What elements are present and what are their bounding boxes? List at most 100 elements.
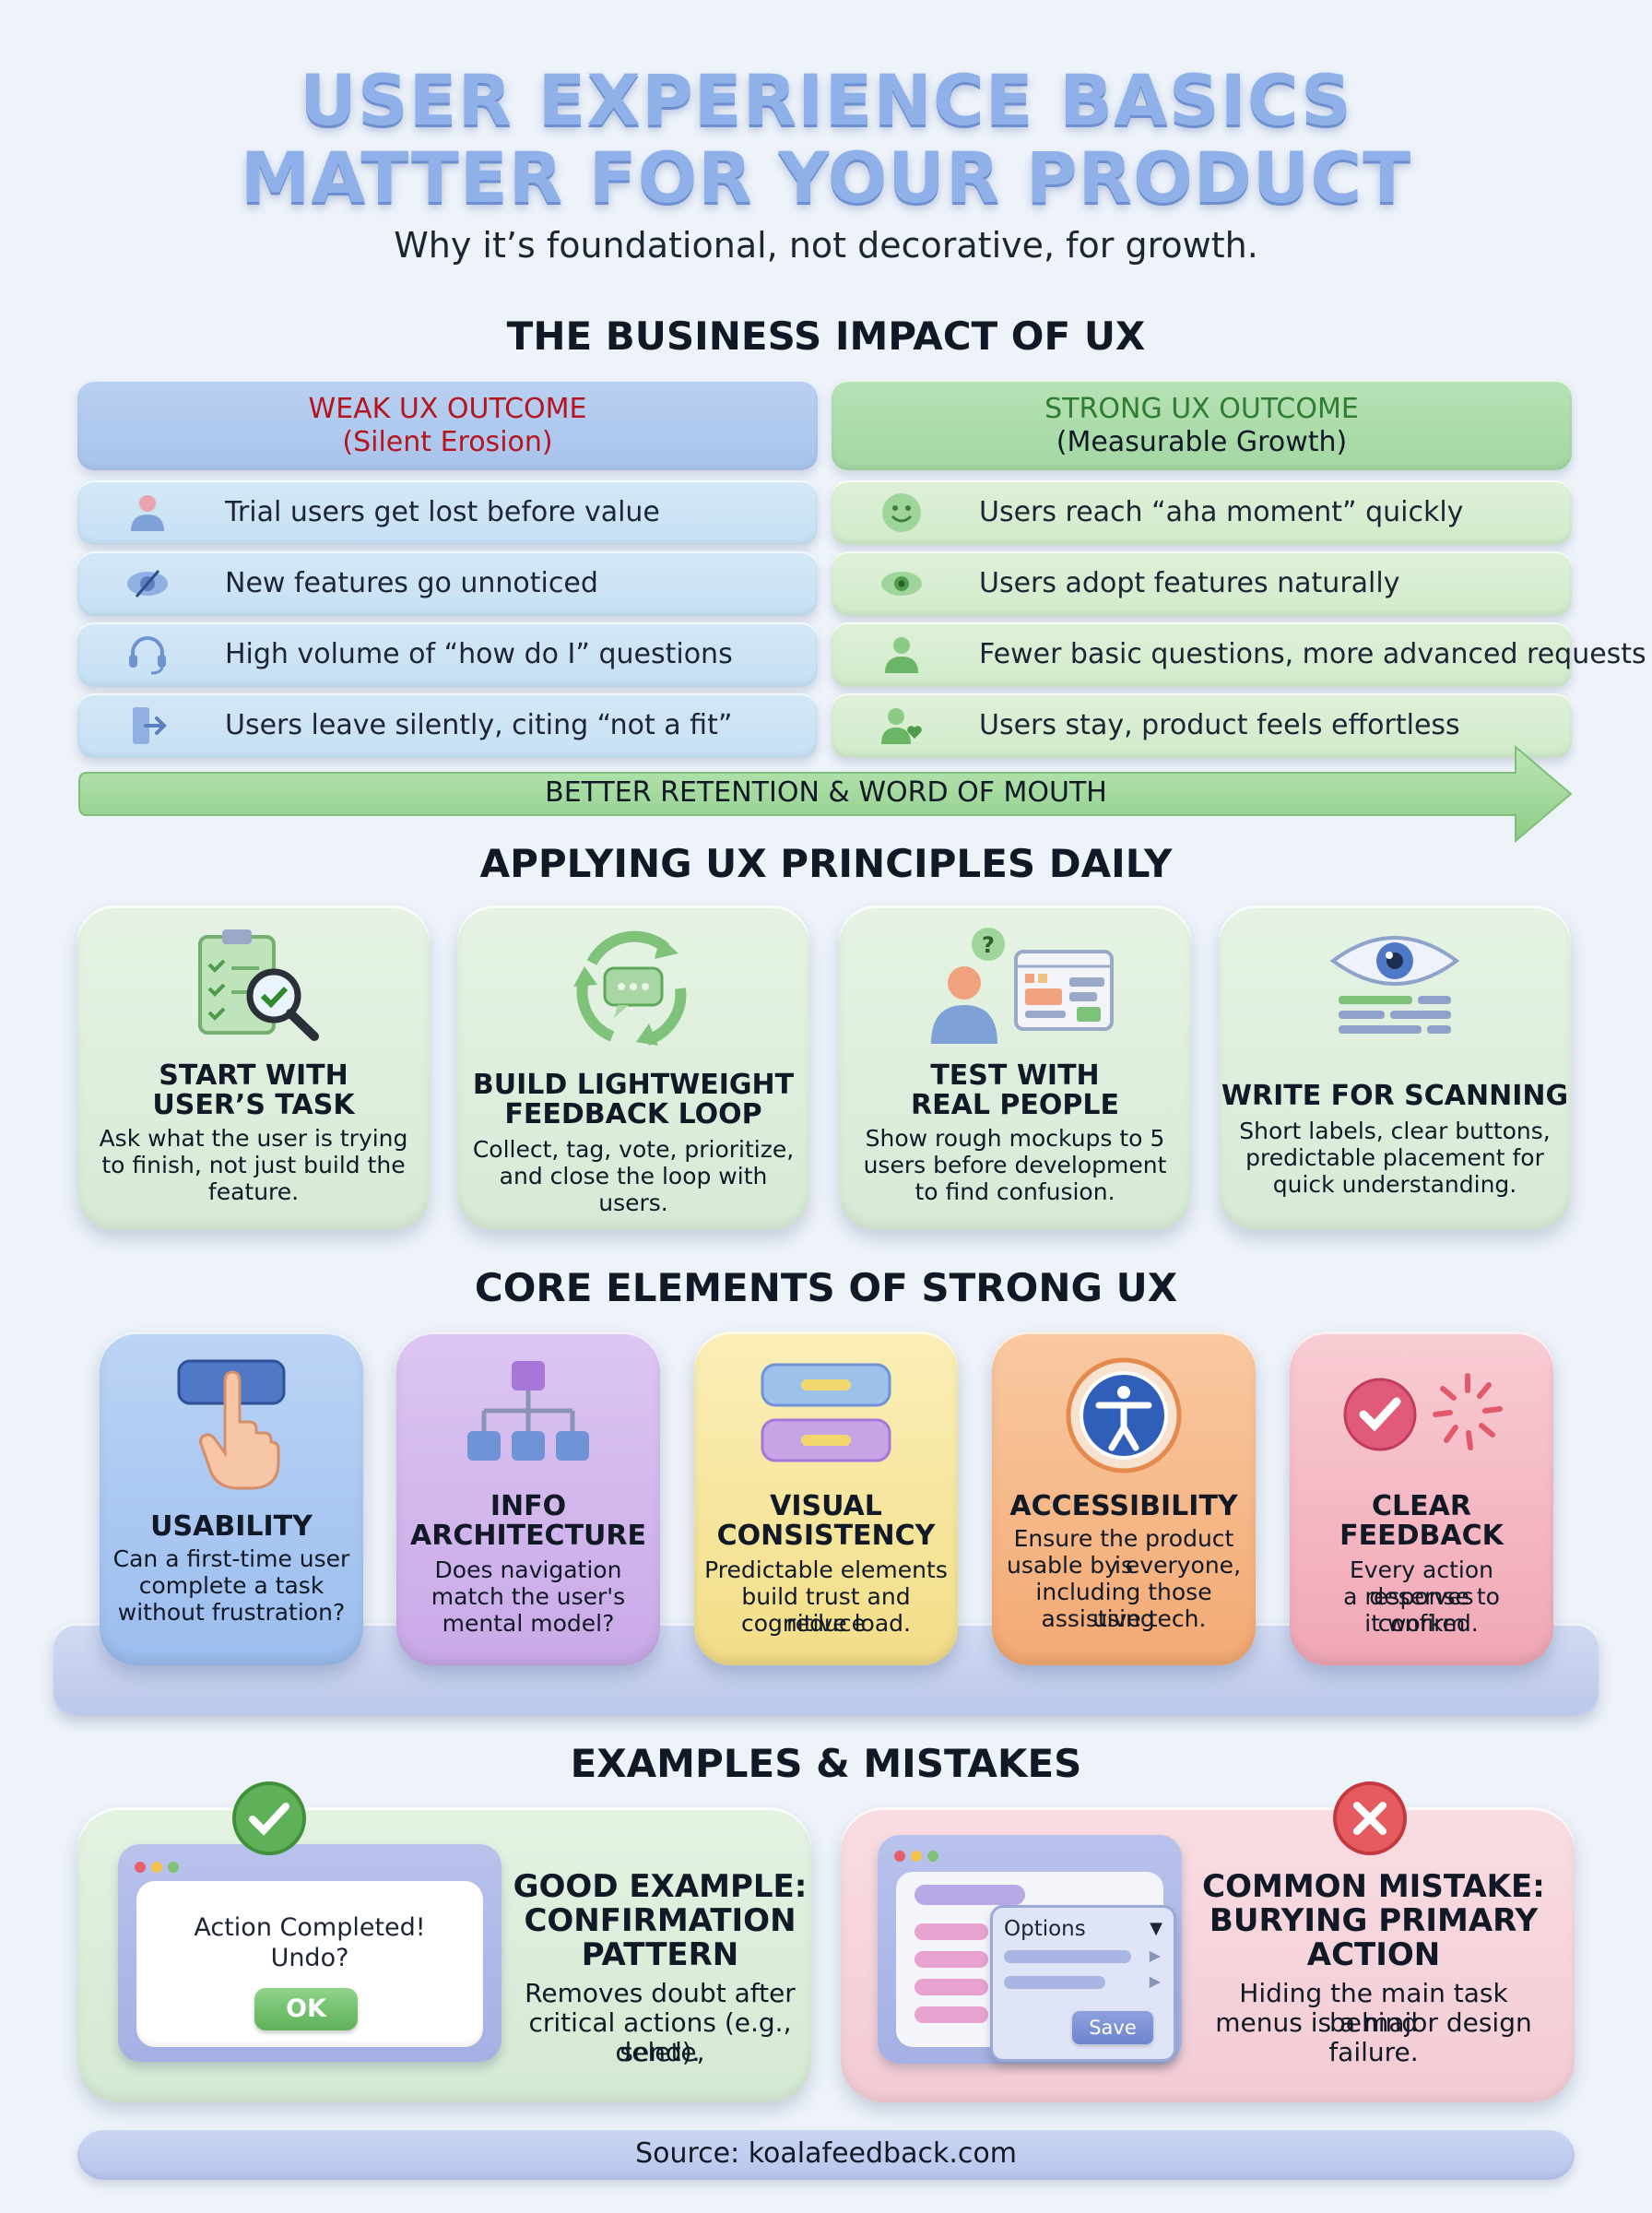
- good-example-title: PATTERN: [581, 1936, 739, 1973]
- save-button[interactable]: Save: [1072, 2011, 1153, 2044]
- core-desc: a response to confirm: [1343, 1583, 1500, 1637]
- principle-title: TEST WITH: [930, 1059, 1100, 1092]
- strong-row-text: Users adopt features naturally: [979, 567, 1400, 599]
- principle-desc: to find confusion.: [914, 1178, 1115, 1205]
- strong-row-text: Fewer basic questions, more advanced req…: [979, 638, 1646, 670]
- core-desc: usable by everyone,: [1006, 1552, 1242, 1579]
- good-example-desc: send).: [620, 2037, 701, 2067]
- mistake-title: ACTION: [1306, 1936, 1441, 1973]
- strong-row-text: Users reach “aha moment” quickly: [979, 496, 1464, 528]
- principle-title: FEEDBACK LOOP: [504, 1098, 762, 1130]
- stacked-blocks-icon: [761, 1363, 891, 1462]
- options-menu-label[interactable]: Options: [1004, 1917, 1086, 1941]
- good-example-title: CONFIRMATION: [524, 1902, 796, 1939]
- weak-outcome-subtitle: (Silent Erosion): [342, 426, 553, 458]
- chevron-right-icon: ▶: [1149, 1972, 1161, 1990]
- principle-desc: and close the loop with users.: [499, 1163, 768, 1216]
- principle-desc: Collect, tag, vote, prioritize,: [472, 1136, 795, 1163]
- window-dots: [135, 1859, 179, 1876]
- principle-card: START WITH USER’S TASK Ask what the user…: [77, 905, 430, 1230]
- chevron-right-icon: ▶: [1149, 1947, 1161, 1964]
- principle-desc: users before development: [863, 1152, 1167, 1178]
- principle-desc: Show rough mockups to 5: [865, 1125, 1165, 1152]
- strong-row: Users adopt features naturally: [832, 551, 1572, 616]
- strong-row-text: Users stay, product feels effortless: [979, 709, 1460, 741]
- good-example-window: Action Completed! Undo? OK: [118, 1844, 502, 2062]
- core-title: ACCESSIBILITY: [1009, 1490, 1238, 1522]
- core-card-info-architecture: INFO ARCHITECTURE Does navigation match …: [396, 1331, 660, 1665]
- core-title: ARCHITECTURE: [410, 1520, 646, 1552]
- core-desc: Ensure the product is: [1013, 1525, 1234, 1579]
- core-title: VISUAL: [770, 1490, 882, 1522]
- core-desc: without frustration?: [117, 1599, 346, 1626]
- dialog-message: Action Completed!: [194, 1913, 426, 1942]
- check-spinner-icon: [1343, 1373, 1503, 1451]
- core-desc: it worked.: [1364, 1610, 1479, 1637]
- examples-heading: EXAMPLES & MISTAKES: [570, 1741, 1082, 1786]
- ok-button[interactable]: OK: [254, 1988, 358, 2030]
- core-heading: CORE ELEMENTS OF STRONG UX: [474, 1265, 1178, 1310]
- mistake-example-card: Options ▼ ▶ ▶ Save COMMON MISTAKE: BURYI…: [841, 1781, 1575, 2102]
- strong-outcome-subtitle: (Measurable Growth): [1056, 426, 1348, 458]
- user-icon: [885, 637, 918, 673]
- check-badge-icon: [232, 1781, 306, 1855]
- principle-title: START WITH: [159, 1059, 348, 1092]
- error-x-badge-icon: [1333, 1781, 1407, 1855]
- dialog-undo-link[interactable]: Undo?: [270, 1944, 349, 1972]
- core-desc: Predictable elements: [704, 1556, 948, 1583]
- core-desc: build trust and reduce: [741, 1583, 911, 1637]
- strong-outcome-header: STRONG UX OUTCOME (Measurable Growth): [832, 380, 1572, 470]
- impact-heading: THE BUSINESS IMPACT OF UX: [506, 314, 1146, 359]
- core-title: CLEAR: [1372, 1490, 1471, 1522]
- principle-desc: to finish, not just build the: [101, 1152, 406, 1178]
- principle-desc: feature.: [207, 1178, 300, 1205]
- options-dropdown[interactable]: Options ▼ ▶ ▶ Save: [990, 1905, 1176, 2062]
- core-title: INFO: [490, 1490, 567, 1522]
- weak-row-text: Users leave silently, citing “not a fit”: [225, 709, 733, 741]
- source-footer: Source: koalafeedback.com: [77, 2128, 1575, 2180]
- strong-row: Users stay, product feels effortless: [832, 693, 1572, 758]
- weak-outcome-title: WEAK UX OUTCOME: [308, 393, 587, 425]
- principle-title: REAL PEOPLE: [911, 1089, 1119, 1121]
- accessibility-icon: [1066, 1357, 1182, 1473]
- weak-outcome-header: WEAK UX OUTCOME (Silent Erosion): [77, 380, 818, 470]
- core-card-clear-feedback: CLEAR FEEDBACK Every action deserves a r…: [1290, 1331, 1553, 1665]
- page-title-line2: MATTER FOR YOUR PRODUCT: [240, 136, 1412, 219]
- smiley-icon: [882, 493, 921, 532]
- good-example-desc: critical actions (e.g., delete,: [528, 2007, 792, 2067]
- good-example-desc: Removes doubt after: [525, 1978, 796, 2008]
- core-title: CONSISTENCY: [716, 1520, 936, 1552]
- sitemap-icon: [467, 1361, 589, 1461]
- mistake-desc: menus is a major design: [1215, 2007, 1532, 2038]
- core-card-usability: USABILITY Can a first-time user complete…: [100, 1331, 363, 1665]
- principle-desc: predictable placement for: [1245, 1144, 1544, 1171]
- finger-tap-icon: [177, 1359, 286, 1490]
- user-heart-icon: [881, 708, 922, 744]
- weak-row-text: Trial users get lost before value: [225, 496, 660, 528]
- weak-row: High volume of “how do I” questions: [77, 622, 818, 687]
- core-desc: Can a first-time user: [112, 1545, 350, 1572]
- principle-title: BUILD LIGHTWEIGHT: [472, 1069, 795, 1101]
- headset-icon: [129, 636, 166, 675]
- strong-row: Users reach “aha moment” quickly: [832, 480, 1572, 545]
- eye-icon: [881, 572, 922, 596]
- core-desc: cognitive load.: [741, 1610, 911, 1637]
- core-desc: mental model?: [442, 1610, 615, 1637]
- principle-card: ? TEST WITH REAL PEOPLE Show rough mocku…: [839, 905, 1191, 1230]
- page-subtitle: Why it’s foundational, not decorative, f…: [394, 225, 1258, 266]
- user-icon: [131, 495, 164, 531]
- mistake-example-window: Options ▼ ▶ ▶ Save: [878, 1835, 1182, 2064]
- core-desc: including those using: [1035, 1579, 1212, 1632]
- user-testing-icon: ?: [931, 928, 1114, 1044]
- core-desc: assistive tech.: [1041, 1605, 1207, 1632]
- core-card-visual-consistency: VISUAL CONSISTENCY Predictable elements …: [694, 1331, 958, 1665]
- good-example-card: Action Completed! Undo? OK GOOD EXAMPLE:…: [77, 1781, 811, 2102]
- principle-desc: Short labels, clear buttons,: [1239, 1118, 1551, 1144]
- core-card-accessibility: ACCESSIBILITY Ensure the product is usab…: [992, 1331, 1256, 1665]
- confirmation-dialog: Action Completed! Undo? OK: [136, 1881, 483, 2047]
- weak-row-text: High volume of “how do I” questions: [225, 638, 733, 670]
- principle-card: BUILD LIGHTWEIGHT FEEDBACK LOOP Collect,…: [457, 905, 809, 1230]
- clipboard-magnifier-icon: [198, 929, 319, 1041]
- feedback-loop-icon: [573, 930, 687, 1046]
- exit-door-icon: [133, 707, 167, 744]
